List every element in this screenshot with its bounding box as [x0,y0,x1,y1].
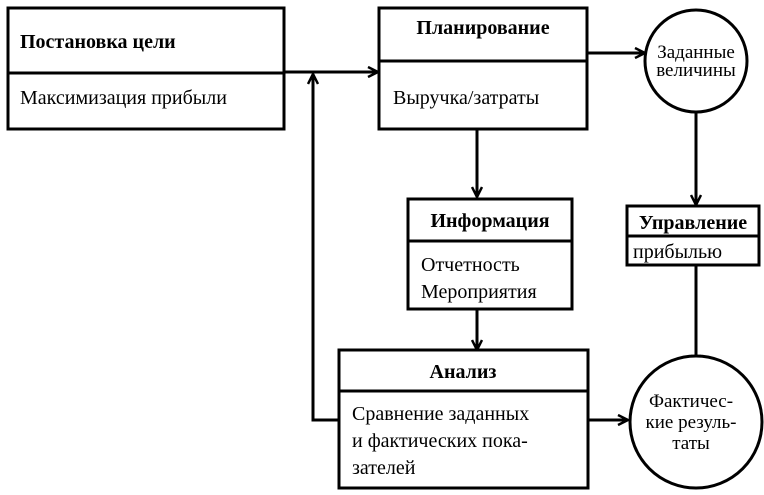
management-body-line-1: прибылью [633,241,722,263]
analysis-title: Анализ [430,361,497,383]
goal-title: Постановка цели [20,31,176,53]
goal-body-line-1: Максимизация прибыли [20,87,227,109]
actual-line-2: кие резуль- [646,412,737,433]
information-box: Информация Отчетность Мероприятия [406,197,574,311]
planning-title: Планирование [416,17,549,39]
goal-box: Постановка цели Максимизация прибыли [6,6,286,131]
actual-line-3: таты [672,433,710,454]
analysis-box: Анализ Сравнение заданных и фактических … [337,348,590,490]
planning-box: Планирование Выручка/затраты [377,6,589,131]
target-line-2: величины [656,60,736,81]
connectors [284,53,696,420]
information-body-line-2: Мероприятия [421,281,537,303]
target-line-1: Заданные [657,42,735,63]
feedback-analysis-to-goal [313,74,338,422]
planning-body-line-1: Выручка/затраты [393,87,539,109]
analysis-body-line-1: Сравнение заданных [352,403,529,425]
management-title: Управление [639,212,747,234]
information-title: Информация [430,210,549,232]
information-body-line-1: Отчетность [421,254,520,276]
analysis-body-line-3: зателей [352,457,416,479]
target-values-circle: Заданные величины [643,8,749,114]
management-box: Управление прибылью [625,204,761,267]
actual-line-1: Фактичес- [649,391,733,412]
actual-results-circle: Фактичес- кие резуль- таты [628,354,764,490]
analysis-body-line-2: и фактических пока- [352,430,528,452]
